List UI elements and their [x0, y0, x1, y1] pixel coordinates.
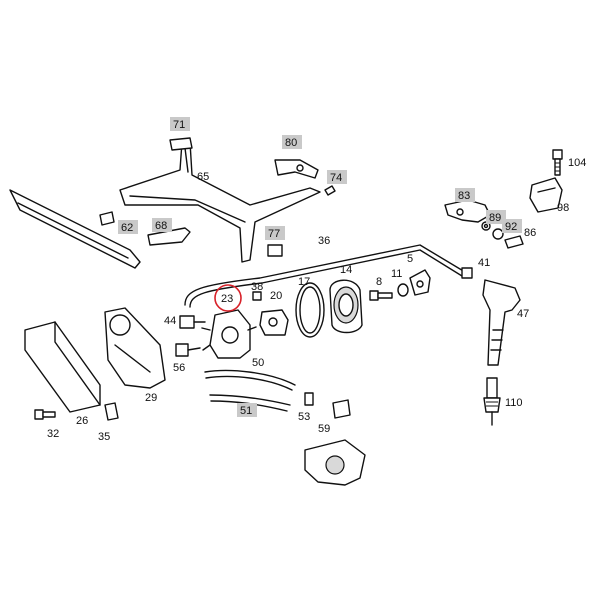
callout-14: 14: [340, 264, 352, 276]
callout-5: 5: [407, 253, 413, 265]
callout-23: 23: [221, 293, 233, 305]
connector-44: [179, 315, 206, 329]
nut-38: [252, 291, 262, 301]
callout-41: 41: [478, 257, 490, 269]
callout-53: 53: [298, 411, 310, 423]
callout-box-92: [502, 219, 522, 233]
screw-74: [324, 185, 336, 196]
callout-box-74: [327, 170, 347, 184]
clip-80: [274, 159, 319, 179]
callout-98: 98: [557, 202, 569, 214]
callout-68: 68: [155, 220, 167, 232]
bolt-86: [504, 235, 524, 249]
callout-35: 35: [98, 431, 110, 443]
callout-110: 110: [505, 397, 523, 409]
callout-51: 51: [240, 405, 252, 417]
bracket-frame-65: [9, 137, 321, 269]
callout-labels: 71 80 65 74 104 62 68 77 83 89 92 86 98 …: [47, 117, 586, 443]
callout-92: 92: [505, 221, 517, 233]
callout-50: 50: [252, 357, 264, 369]
callout-65: 65: [197, 171, 209, 183]
callout-83: 83: [458, 190, 470, 202]
callout-89: 89: [489, 212, 501, 224]
housing-29: [104, 307, 166, 389]
callout-71: 71: [173, 119, 185, 131]
callout-26: 26: [76, 415, 88, 427]
callout-box-80: [282, 135, 302, 149]
bracket-98: [529, 177, 563, 213]
callout-38: 38: [251, 281, 263, 293]
callout-29: 29: [145, 392, 157, 404]
callout-44: 44: [164, 315, 176, 327]
callout-box-77: [265, 226, 285, 240]
lower-bracket: [304, 439, 366, 486]
fitting-53: [304, 392, 314, 406]
callout-32: 32: [47, 428, 59, 440]
callout-59: 59: [318, 423, 330, 435]
callout-56: 56: [173, 362, 185, 374]
callout-36: 36: [318, 235, 330, 247]
callout-11: 11: [391, 268, 402, 280]
callout-77: 77: [268, 228, 280, 240]
hose-50: [204, 369, 296, 391]
rotor-20: [259, 309, 289, 336]
connector-56: [175, 343, 201, 357]
bracket-83: [444, 199, 491, 223]
bolt-104: [552, 149, 563, 176]
callout-box-68: [152, 218, 172, 232]
callout-104: 104: [568, 157, 586, 169]
callout-box-83: [455, 188, 475, 202]
callout-47: 47: [517, 308, 529, 320]
callout-74: 74: [330, 172, 342, 184]
callout-box-51: [237, 403, 257, 417]
connector-41: [461, 267, 473, 279]
callout-20: 20: [270, 290, 282, 302]
clamp-5: [409, 269, 431, 296]
spark-plug-lead-47: [482, 279, 521, 366]
spark-plug-110: [483, 377, 501, 426]
distributor-cap-14: [329, 279, 363, 334]
callout-62: 62: [121, 222, 133, 234]
distributor-23: [201, 309, 257, 359]
callout-80: 80: [285, 137, 297, 149]
callout-box-71: [170, 117, 190, 131]
callout-17: 17: [298, 276, 310, 288]
cover-26: [24, 321, 101, 413]
connector-59: [332, 399, 351, 419]
clip-77: [267, 244, 283, 257]
callout-box-62: [118, 220, 138, 234]
bolt-32: [34, 409, 56, 420]
callout-8: 8: [376, 276, 382, 288]
bolt-8: [369, 290, 393, 301]
cable-36: [184, 244, 466, 308]
callout-box-89: [486, 210, 506, 224]
plate-62: [99, 211, 115, 226]
callout-86: 86: [524, 227, 536, 239]
highlight-circle: [214, 284, 242, 312]
bracket-68: [147, 227, 191, 246]
clip-35: [104, 402, 119, 421]
washer-11: [397, 283, 409, 297]
nut-92: [492, 228, 504, 240]
seal-ring-17: [295, 282, 325, 338]
